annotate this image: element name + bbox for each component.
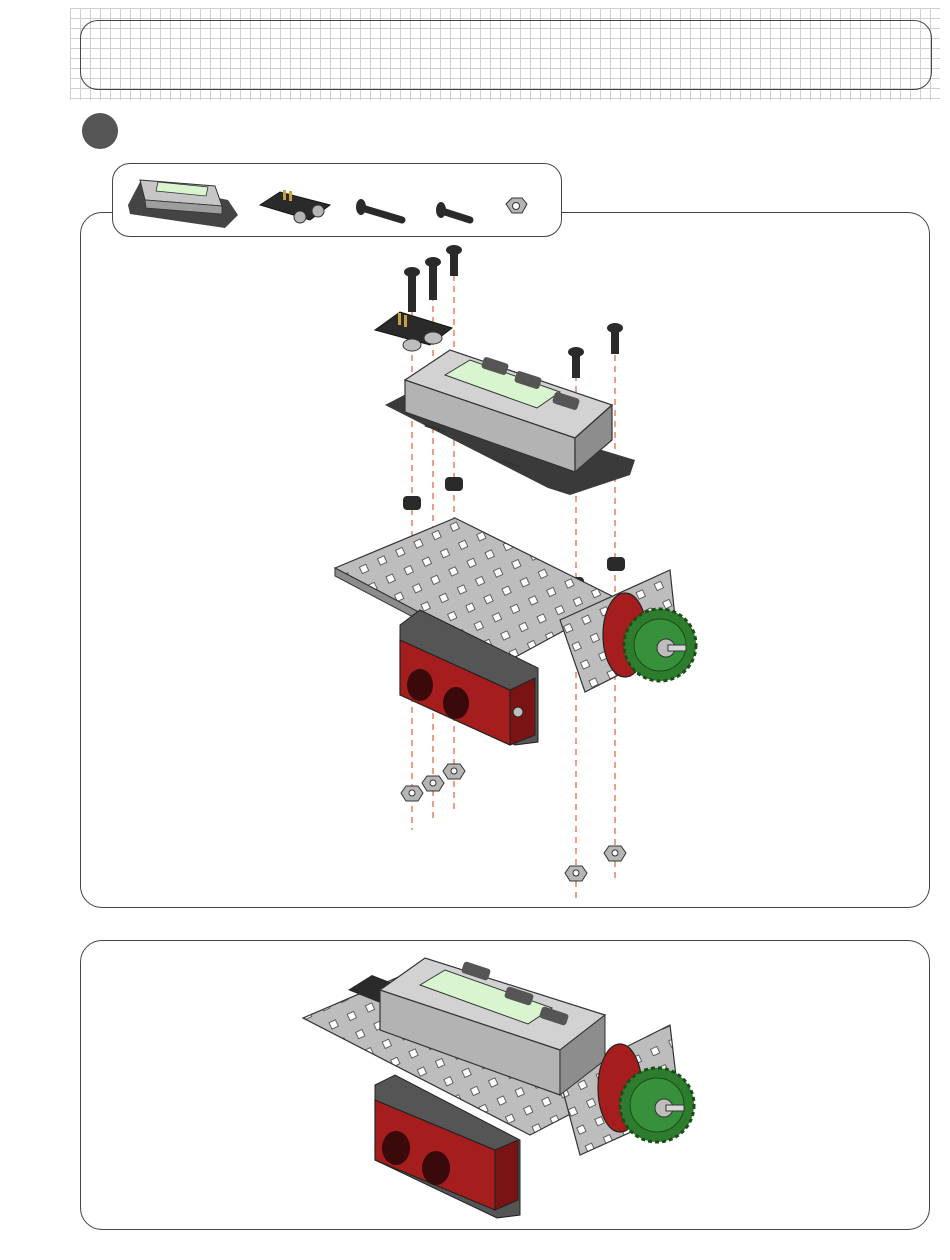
long-bolt-icon — [356, 199, 402, 220]
nut-icon — [506, 198, 527, 213]
sensor-board-part — [375, 312, 452, 351]
nut-group-bottom — [401, 764, 626, 881]
display-module-part — [385, 350, 635, 495]
circuit-board-icon — [260, 190, 330, 223]
lcd-display-icon — [128, 180, 238, 228]
short-bolt-icon — [436, 202, 470, 220]
assembled-result-illustration — [303, 958, 694, 1218]
